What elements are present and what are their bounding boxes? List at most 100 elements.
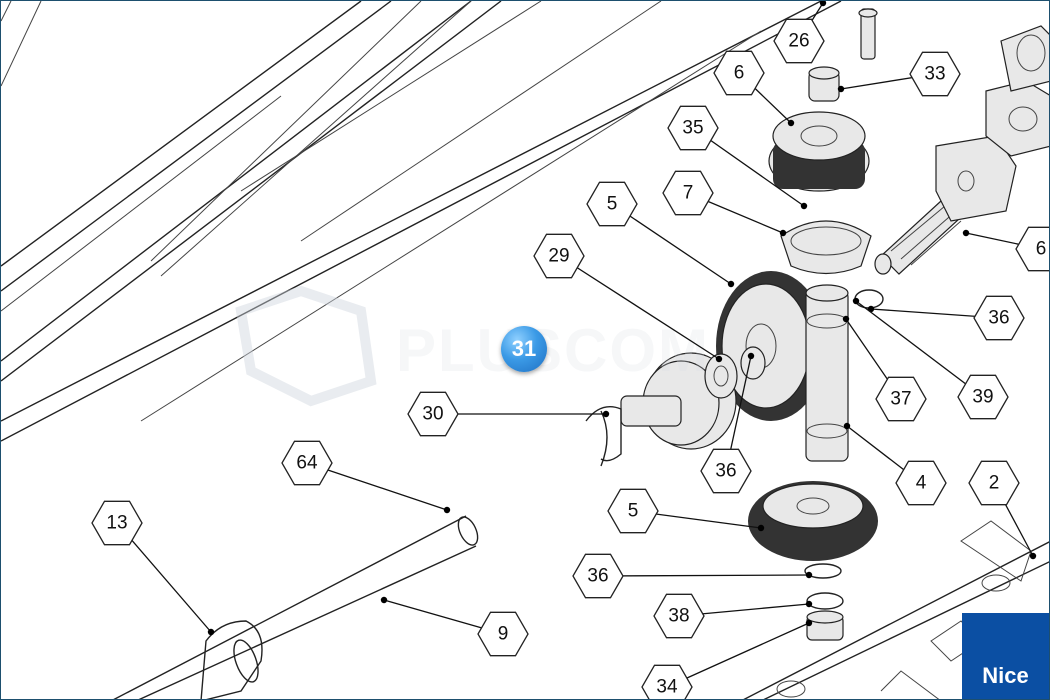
ring-39 xyxy=(854,289,884,309)
callout-number: 29 xyxy=(548,246,569,267)
brand-badge: Nice xyxy=(962,613,1049,699)
part-callout-c39[interactable]: 39 xyxy=(957,374,1009,420)
spur-gear-6 xyxy=(768,66,870,192)
leader-endpoint-c36b xyxy=(747,352,755,360)
leader-line-c39 xyxy=(855,300,984,398)
callout-hexagon xyxy=(957,374,1009,420)
callout-number: 36 xyxy=(988,308,1009,329)
part-callout-c6b[interactable]: 6 xyxy=(1015,226,1050,272)
screw-26 xyxy=(858,8,878,60)
callout-hexagon xyxy=(1015,226,1049,272)
bevel-gear-5-lower xyxy=(748,481,878,561)
callout-number: 6 xyxy=(1036,239,1047,260)
callout-hexagon xyxy=(667,105,719,151)
callout-hexagon xyxy=(773,18,825,64)
callout-hexagon xyxy=(909,51,961,97)
callout-number: 4 xyxy=(916,473,927,494)
drive-shaft xyxy=(113,515,479,699)
part-callout-c7[interactable]: 7 xyxy=(662,170,714,216)
leader-endpoint-c33 xyxy=(837,85,845,93)
part-callout-c26[interactable]: 26 xyxy=(773,18,825,64)
leader-endpoint-c5b xyxy=(757,524,765,532)
leader-endpoint-c2 xyxy=(1029,552,1037,560)
part-callout-c36c[interactable]: 36 xyxy=(572,553,624,599)
leader-endpoint-c9 xyxy=(380,596,388,604)
leader-endpoint-c35 xyxy=(800,202,808,210)
bearing-cup-7 xyxy=(780,220,872,275)
leader-endpoint-c64 xyxy=(443,506,451,514)
callout-number: 39 xyxy=(972,387,993,408)
part-callout-c33[interactable]: 33 xyxy=(909,51,961,97)
part-callout-c13[interactable]: 13 xyxy=(91,500,143,546)
part-callout-c4[interactable]: 4 xyxy=(895,460,947,506)
callout-number: 38 xyxy=(668,606,689,627)
part-callout-c9[interactable]: 9 xyxy=(477,611,529,657)
callout-hexagon xyxy=(281,440,333,486)
leader-endpoint-c37 xyxy=(842,315,850,323)
leader-endpoint-c30 xyxy=(602,410,610,418)
part-callout-c36b[interactable]: 36 xyxy=(700,448,752,494)
part-callout-c37[interactable]: 37 xyxy=(875,376,927,422)
callout-number: 30 xyxy=(422,404,443,425)
watermark-text: PLUSCOM xyxy=(396,317,710,384)
leader-line-c13 xyxy=(116,522,212,633)
clutch-assembly xyxy=(585,346,766,467)
part-callout-c6a[interactable]: 6 xyxy=(713,50,765,96)
callout-number: 9 xyxy=(498,624,509,645)
leader-endpoint-c39 xyxy=(852,297,860,305)
leader-line-c35 xyxy=(692,127,805,207)
leader-endpoint-c6b xyxy=(962,229,970,237)
leader-endpoint-c7 xyxy=(779,229,787,237)
callout-hexagon xyxy=(641,664,693,699)
leader-endpoint-c26 xyxy=(819,1,827,7)
callout-hexagon xyxy=(572,553,624,599)
leader-line-c29 xyxy=(558,255,720,360)
callout-hexagon xyxy=(895,460,947,506)
leader-endpoint-c6a xyxy=(787,119,795,127)
bracket-assembly xyxy=(985,25,1049,157)
callout-hexagon xyxy=(533,233,585,279)
callout-number: 36 xyxy=(715,461,736,482)
leader-line-c36c xyxy=(597,574,810,577)
callout-number: 33 xyxy=(924,64,945,85)
callout-hexagon xyxy=(91,500,143,546)
callout-number: 26 xyxy=(788,31,809,52)
washer-stack xyxy=(804,563,844,641)
part-callout-c5a[interactable]: 5 xyxy=(586,181,638,227)
part-callout-c29[interactable]: 29 xyxy=(533,233,585,279)
highlighted-part-marker[interactable]: 31 xyxy=(501,326,547,372)
callout-hexagon xyxy=(700,448,752,494)
callout-hexagon xyxy=(407,391,459,437)
leader-endpoint-c29 xyxy=(715,355,723,363)
part-callout-c30[interactable]: 30 xyxy=(407,391,459,437)
callout-number: 34 xyxy=(656,677,678,698)
callout-number: 36 xyxy=(587,566,608,587)
callout-number: 5 xyxy=(628,501,639,522)
part-callout-c34[interactable]: 34 xyxy=(641,664,693,700)
part-callout-c5b[interactable]: 5 xyxy=(607,488,659,534)
callout-hexagon xyxy=(713,50,765,96)
part-callout-c64[interactable]: 64 xyxy=(281,440,333,486)
callout-number: 7 xyxy=(683,183,694,204)
leader-line-c5a xyxy=(611,203,732,285)
callout-hexagon xyxy=(968,460,1020,506)
part-callout-c35[interactable]: 35 xyxy=(667,105,719,151)
callout-number: 2 xyxy=(989,473,1000,494)
callout-number: 6 xyxy=(734,63,745,84)
callout-number: 5 xyxy=(607,194,618,215)
leader-endpoint-c13 xyxy=(207,628,215,636)
worm-shaft xyxy=(874,135,1017,275)
leader-endpoint-c36c xyxy=(805,571,813,579)
part-callout-c2[interactable]: 2 xyxy=(968,460,1020,506)
part-callout-c38[interactable]: 38 xyxy=(653,593,705,639)
leader-line-c64 xyxy=(306,462,448,511)
callout-number: 37 xyxy=(890,389,911,410)
callout-number: 13 xyxy=(106,513,127,534)
bevel-gear-5-upper xyxy=(716,271,826,421)
part-callout-c36a[interactable]: 36 xyxy=(973,295,1025,341)
callout-number: 64 xyxy=(296,453,318,474)
leader-endpoint-c34 xyxy=(805,619,813,627)
